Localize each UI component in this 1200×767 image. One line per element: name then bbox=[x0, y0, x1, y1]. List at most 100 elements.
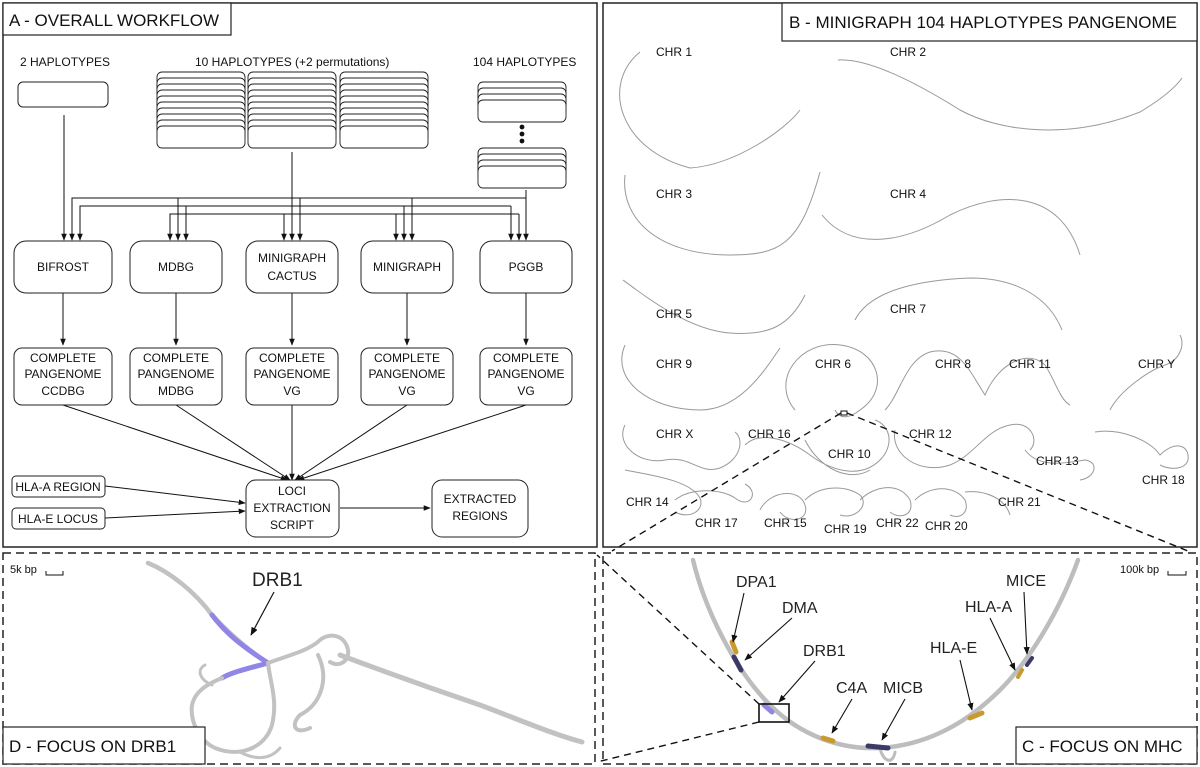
script-line: SCRIPT bbox=[270, 518, 315, 532]
panel-a-title-box bbox=[2, 2, 232, 36]
tool-box-minigraph-cactus: MINIGRAPH CACTUS bbox=[245, 240, 339, 294]
tool-box-bifrost: BIFROST bbox=[13, 240, 113, 294]
tool-label-mdbg: MDBG bbox=[158, 260, 194, 274]
tool-box-pggb: PGGB bbox=[479, 240, 573, 294]
hap-label-104: 104 HAPLOTYPES bbox=[473, 55, 576, 69]
output-box-pggb: COMPLETE PANGENOME VG bbox=[479, 347, 573, 406]
output-line: VG bbox=[517, 384, 534, 398]
tool-label-bifrost: BIFROST bbox=[37, 260, 90, 274]
chr-label: CHR 22 bbox=[876, 516, 919, 530]
panel-a-frame bbox=[2, 2, 598, 548]
chr-label: CHR 1 bbox=[656, 45, 692, 59]
gene-label-hla-e: HLA-E bbox=[930, 640, 977, 657]
chr-label: CHR 18 bbox=[1142, 473, 1185, 487]
gene-label-dma: DMA bbox=[782, 600, 818, 617]
panel-b-frame bbox=[602, 2, 1198, 548]
panel-d-scale-label: 5k bp bbox=[10, 564, 37, 576]
output-line: MDBG bbox=[158, 384, 194, 398]
gene-segment-dpa1 bbox=[729, 639, 739, 655]
haplotype-box-2 bbox=[17, 81, 109, 108]
mhc-gene-labels: DPA1 DMA DRB1 C4A MICB HLA-E HLA-A MICE bbox=[736, 573, 1046, 697]
panel-b: B - MINIGRAPH 104 HAPLOTYPES PANGENOME bbox=[602, 2, 1198, 552]
tool-label-minigraph: MINIGRAPH bbox=[373, 260, 441, 274]
panel-d-scale-bar bbox=[45, 571, 64, 576]
result-line: REGIONS bbox=[452, 509, 507, 523]
output-line: PANGENOME bbox=[253, 367, 330, 381]
panel-c-title-box bbox=[1015, 726, 1198, 765]
panel-c-scale-label: 100k bp bbox=[1120, 564, 1159, 576]
zoom-lines-c-to-d bbox=[596, 554, 760, 763]
panel-d: 5k bp DRB1 D - FOCUS ON DRB1 bbox=[2, 552, 596, 765]
workflow-connectors bbox=[60, 115, 529, 519]
chr-label: CHR 6 bbox=[815, 357, 851, 371]
chr-label: CHR 17 bbox=[695, 516, 738, 530]
chr-label: CHR Y bbox=[1138, 357, 1175, 371]
gene-label-drb1: DRB1 bbox=[803, 643, 846, 660]
gene-label-micb: MICB bbox=[883, 680, 923, 697]
chr-label: CHR X bbox=[656, 427, 693, 441]
chr-label: CHR 3 bbox=[656, 187, 692, 201]
drb1-zoom-source-box bbox=[758, 703, 790, 723]
chr-label: CHR 21 bbox=[998, 495, 1041, 509]
output-line: PANGENOME bbox=[368, 367, 445, 381]
gene-label-dpa1: DPA1 bbox=[736, 574, 777, 591]
extracted-regions-box: EXTRACTED REGIONS bbox=[431, 479, 529, 538]
result-line: EXTRACTED bbox=[444, 492, 517, 506]
output-line: VG bbox=[283, 384, 300, 398]
panel-a-title: A - OVERALL WORKFLOW bbox=[9, 11, 219, 30]
panel-d-title-box bbox=[2, 726, 206, 765]
panel-c-title: C - FOCUS ON MHC bbox=[1022, 737, 1183, 756]
input-label: HLA-E LOCUS bbox=[18, 512, 98, 526]
chr-label: CHR 13 bbox=[1036, 454, 1079, 468]
output-box-minigraph-cactus: COMPLETE PANGENOME VG bbox=[245, 347, 339, 406]
chr-label: CHR 9 bbox=[656, 357, 692, 371]
output-line: PANGENOME bbox=[24, 367, 101, 381]
output-box-bifrost: COMPLETE PANGENOME CCDBG bbox=[13, 347, 113, 406]
chromosome-graphs bbox=[619, 51, 1189, 520]
output-line: VG bbox=[398, 384, 415, 398]
chr-label: CHR 11 bbox=[1009, 357, 1051, 371]
output-line: PANGENOME bbox=[487, 367, 564, 381]
ellipsis-dots bbox=[519, 124, 525, 144]
output-box-minigraph: COMPLETE PANGENOME VG bbox=[360, 347, 454, 406]
gene-segment-mice bbox=[1025, 656, 1034, 667]
haplotype-stacks-104 bbox=[477, 81, 567, 189]
chr-label: CHR 14 bbox=[626, 495, 669, 509]
output-line: COMPLETE bbox=[143, 351, 209, 365]
mhc-zoom-source-box bbox=[840, 410, 848, 416]
drb1-arrow bbox=[250, 591, 275, 636]
mhc-gene-arrows bbox=[731, 591, 1030, 741]
output-row: COMPLETE PANGENOME CCDBG COMPLETE PANGEN… bbox=[13, 347, 573, 406]
chr-label: CHR 8 bbox=[935, 357, 971, 371]
panel-c: 100k bp DPA1 DMA DRB1 C4A MICB HLA-E HLA… bbox=[596, 552, 1198, 765]
gene-segment-dma bbox=[731, 654, 744, 673]
drb1-label: DRB1 bbox=[252, 570, 303, 591]
input-box-hla-e-locus: HLA-E LOCUS bbox=[11, 507, 106, 530]
script-line: LOCI bbox=[278, 484, 306, 498]
chr-label: CHR 4 bbox=[890, 187, 926, 201]
output-line: COMPLETE bbox=[259, 351, 325, 365]
haplotype-stacks-10 bbox=[156, 71, 429, 149]
panel-c-scale-bar bbox=[1167, 571, 1187, 576]
panel-d-title: D - FOCUS ON DRB1 bbox=[9, 737, 176, 756]
haplotype-card-10-deck-2 bbox=[247, 125, 337, 149]
gene-segment-hla-e bbox=[967, 710, 985, 721]
drb1-highlight-upper bbox=[209, 612, 271, 666]
script-line: EXTRACTION bbox=[253, 501, 330, 515]
chr-label: CHR 15 bbox=[764, 516, 807, 530]
output-line: COMPLETE bbox=[374, 351, 440, 365]
chr-label: CHR 20 bbox=[925, 519, 968, 533]
chromosome-labels: CHR 1 CHR 2 CHR 3 CHR 4 CHR 5 CHR 7 CHR … bbox=[626, 45, 1185, 536]
tool-row: BIFROST MDBG MINIGRAPH CACTUS MINIGRAPH … bbox=[13, 240, 573, 294]
tool-label-minigraph-cactus-2: CACTUS bbox=[267, 269, 316, 283]
drb1-highlight-lower bbox=[219, 660, 271, 681]
haplotype-card-104-bottom bbox=[477, 165, 567, 189]
chr-label: CHR 19 bbox=[824, 522, 867, 536]
haplotype-card-10-deck-3 bbox=[339, 125, 429, 149]
panel-b-title: B - MINIGRAPH 104 HAPLOTYPES PANGENOME bbox=[789, 13, 1177, 32]
haplotype-card-10-deck-1 bbox=[156, 125, 246, 149]
output-line: COMPLETE bbox=[30, 351, 96, 365]
loci-extraction-script-box: LOCI EXTRACTION SCRIPT bbox=[245, 479, 340, 538]
chr-label: CHR 2 bbox=[890, 45, 926, 59]
